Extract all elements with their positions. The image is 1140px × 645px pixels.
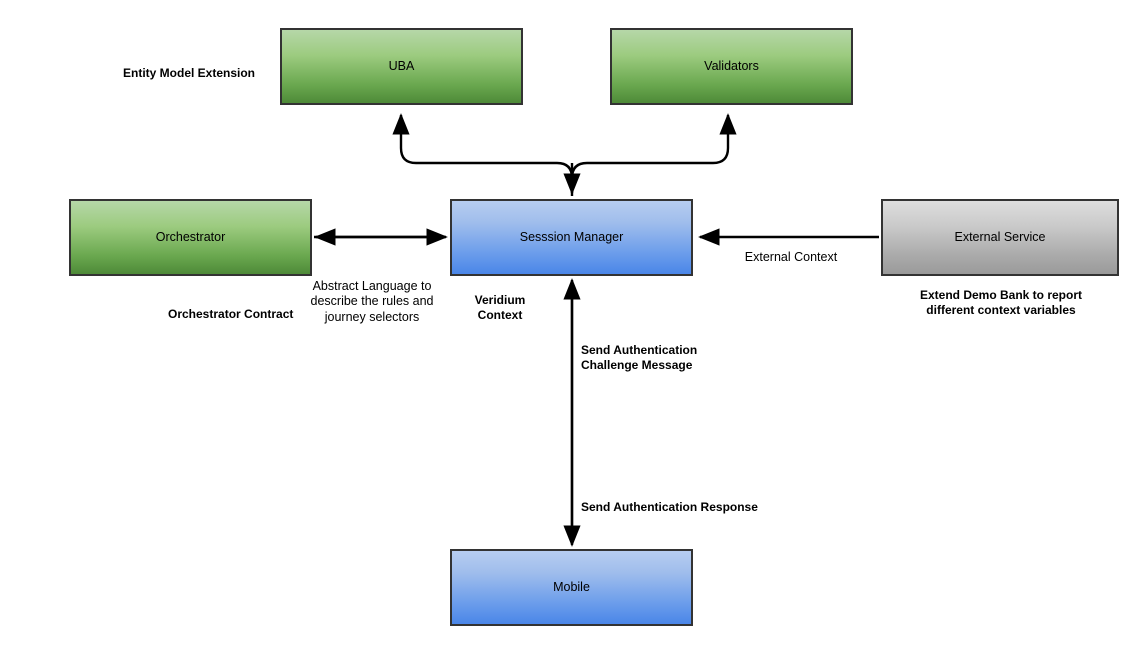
annotation-entity-model-extension: Entity Model Extension: [123, 66, 256, 80]
node-session-manager-label: Sesssion Manager: [519, 229, 624, 244]
annotation-send-auth-challenge: Send Authentication Challenge Message: [581, 343, 698, 372]
node-uba-label: UBA: [388, 58, 415, 73]
node-uba[interactable]: UBA: [280, 28, 523, 105]
node-mobile-label: Mobile: [553, 579, 590, 594]
node-session-manager[interactable]: Sesssion Manager: [450, 199, 693, 276]
node-external-service-label: External Service: [954, 229, 1046, 244]
node-orchestrator-label: Orchestrator: [155, 229, 226, 244]
node-orchestrator[interactable]: Orchestrator: [69, 199, 312, 276]
annotation-orchestrator-contract: Orchestrator Contract: [168, 307, 294, 321]
annotation-send-auth-response: Send Authentication Response: [581, 500, 758, 514]
annotation-veridium-context: Veridium Context: [474, 293, 526, 322]
node-external-service[interactable]: External Service: [881, 199, 1119, 276]
node-mobile[interactable]: Mobile: [450, 549, 693, 626]
annotation-abstract-language: Abstract Language to describe the rules …: [310, 279, 434, 324]
annotation-external-context: External Context: [744, 250, 838, 264]
node-validators[interactable]: Validators: [610, 28, 853, 105]
edge-session-manager-uba-validators: [392, 113, 737, 196]
node-validators-label: Validators: [704, 58, 759, 73]
annotation-extend-demo-bank: Extend Demo Bank to report different con…: [919, 288, 1083, 317]
